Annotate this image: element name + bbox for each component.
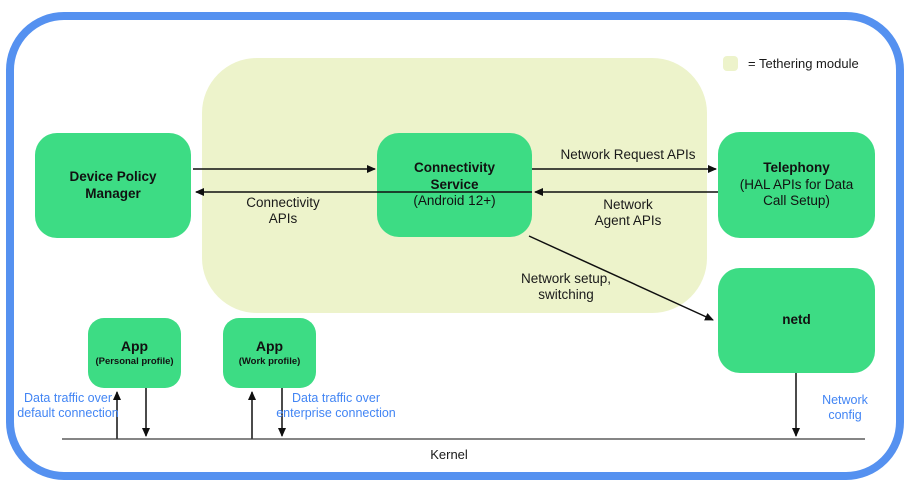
node-telephony: Telephony (HAL APIs for Data Call Setup) — [718, 132, 875, 238]
node-title: Telephony — [763, 159, 830, 175]
node-title: Connectivity Service — [413, 159, 495, 192]
node-connectivity-service: Connectivity Service (Android 12+) — [377, 133, 532, 237]
node-subtitle: (Work profile) — [238, 355, 301, 367]
node-title: App — [120, 338, 149, 355]
legend: = Tethering module — [723, 56, 859, 71]
node-subtitle: (Android 12+) — [413, 193, 496, 209]
edge-label-data-traffic-enterprise: Data traffic over enterprise connection — [276, 391, 396, 421]
node-app-work-profile: App (Work profile) — [223, 318, 316, 388]
edge-label-network-request-apis: Network Request APIs — [560, 147, 696, 162]
edge-label-network-config: Network config — [822, 393, 868, 423]
node-app-personal-profile: App (Personal profile) — [88, 318, 181, 388]
node-title: Device Policy Manager — [69, 168, 157, 201]
edge-label-network-agent-apis: Network Agent APIs — [594, 197, 662, 229]
node-device-policy-manager: Device Policy Manager — [35, 133, 191, 238]
edge-label-network-setup-switching: Network setup, switching — [520, 271, 612, 303]
node-subtitle: (HAL APIs for Data Call Setup) — [739, 176, 854, 209]
node-netd: netd — [718, 268, 875, 373]
node-title: netd — [782, 312, 811, 328]
diagram-frame — [6, 12, 904, 480]
tethering-module-swatch-icon — [723, 56, 738, 71]
node-title: App — [255, 338, 284, 355]
legend-label: = Tethering module — [748, 56, 859, 71]
edge-label-connectivity-apis: Connectivity APIs — [246, 195, 320, 227]
node-subtitle: (Personal profile) — [95, 355, 174, 367]
edge-label-data-traffic-default: Data traffic over default connection — [17, 391, 119, 421]
kernel-label: Kernel — [430, 447, 468, 462]
